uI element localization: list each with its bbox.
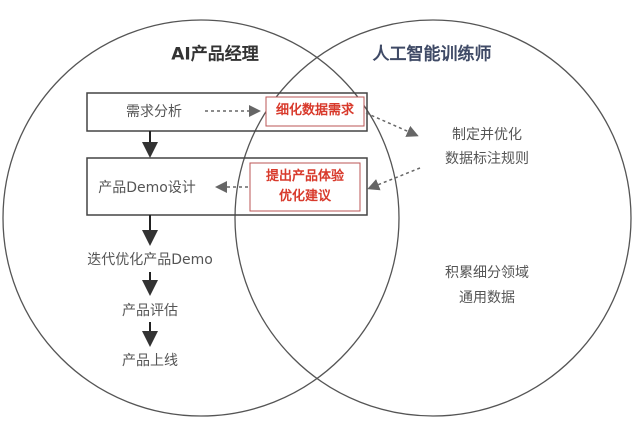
ai-pm-title: AI产品经理 — [171, 44, 259, 65]
dashed-arrow-to-rules — [365, 112, 419, 137]
rules-line-2: 数据标注规则 — [445, 151, 529, 167]
step-requirements: 需求分析 — [126, 104, 182, 120]
suggest-box — [249, 162, 361, 212]
data-line-1: 积累细分领域 — [445, 265, 529, 281]
requirements-box — [86, 92, 368, 132]
refine-data-box — [265, 96, 365, 127]
ai-pm-circle — [2, 19, 400, 417]
suggest-line-2: 优化建议 — [278, 189, 332, 204]
step-demo-design: 产品Demo设计 — [98, 180, 196, 196]
ai-trainer-title: 人工智能训练师 — [372, 44, 492, 65]
ai-trainer-circle — [234, 19, 632, 417]
step-evaluate: 产品评估 — [122, 303, 178, 319]
step-iterate: 迭代优化产品Demo — [87, 252, 213, 268]
suggest-line-1: 提出产品体验 — [265, 169, 345, 184]
demo-design-box — [86, 157, 368, 216]
dashed-arrow-to-suggest — [367, 167, 421, 191]
step-launch: 产品上线 — [122, 353, 178, 369]
rules-line-1: 制定并优化 — [452, 127, 522, 143]
data-line-2: 通用数据 — [459, 290, 515, 306]
suggest-label: 提出产品体验 优化建议 — [266, 167, 344, 207]
refine-data-label: 细化数据需求 — [275, 103, 355, 118]
